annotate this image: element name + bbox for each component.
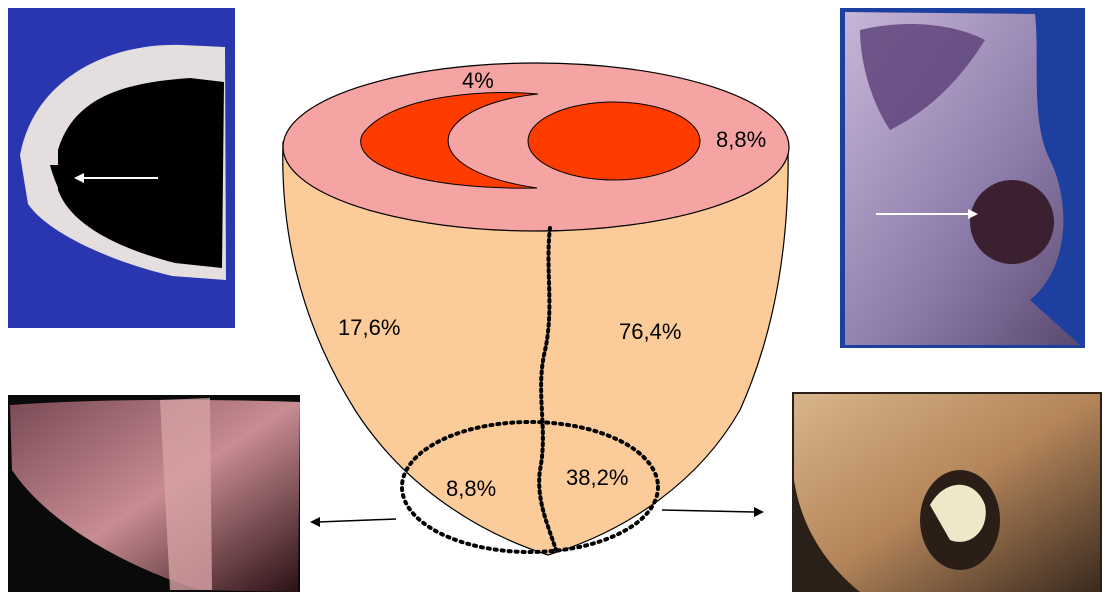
photo-top-right: [840, 8, 1085, 348]
photo-bottom-right: [792, 392, 1102, 592]
photo-bottom-left: [8, 395, 300, 592]
label-apex-left: 8,8%: [446, 476, 496, 501]
label-ventricle-top: 4%: [462, 68, 494, 93]
label-left-wall: 17,6%: [338, 315, 400, 340]
label-right-wall: 76,4%: [619, 319, 681, 344]
label-apex-right: 38,2%: [566, 465, 628, 490]
label-atrium-right: 8,8%: [716, 127, 766, 152]
arrow-to-bottom-right: [662, 507, 764, 517]
arrow-to-bottom-left: [310, 517, 396, 527]
photo-top-left: [8, 8, 235, 328]
left-ventricle-chamber: [528, 102, 700, 180]
